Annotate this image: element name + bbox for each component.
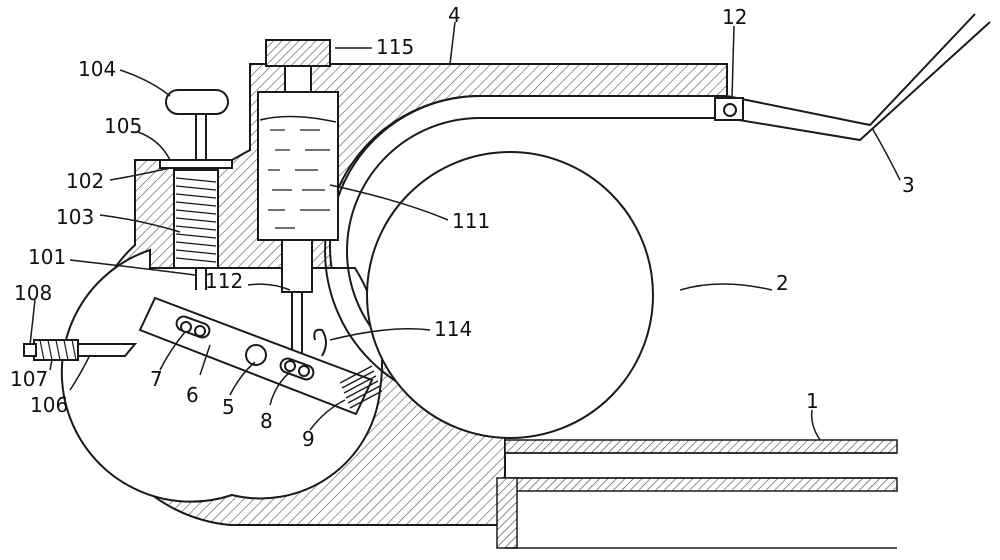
pin-assembly-106 xyxy=(23,339,138,361)
label-7: 7 xyxy=(150,367,163,391)
label-105: 105 xyxy=(104,114,142,138)
knob-115 xyxy=(265,39,331,93)
hook-114 xyxy=(313,328,327,357)
label-107: 107 xyxy=(10,367,48,391)
label-5: 5 xyxy=(222,395,235,419)
label-102: 102 xyxy=(66,169,104,193)
label-101: 101 xyxy=(28,245,66,269)
leader-lines xyxy=(29,21,901,441)
label-111: 111 xyxy=(452,209,490,233)
swing-arm-6 xyxy=(138,296,383,416)
label-4: 4 xyxy=(448,3,461,27)
roller-12 xyxy=(714,97,744,121)
reservoir-111 xyxy=(257,91,339,293)
label-12: 12 xyxy=(722,5,747,29)
label-9: 9 xyxy=(302,427,315,451)
label-103: 103 xyxy=(56,205,94,229)
label-106: 106 xyxy=(30,393,68,417)
label-6: 6 xyxy=(186,383,199,407)
label-2: 2 xyxy=(776,271,789,295)
plunger-104 xyxy=(159,89,233,290)
label-114: 114 xyxy=(434,317,472,341)
belt-3 xyxy=(324,13,991,407)
label-112: 112 xyxy=(205,269,243,293)
label-104: 104 xyxy=(78,57,116,81)
label-3: 3 xyxy=(902,173,915,197)
label-8: 8 xyxy=(260,409,273,433)
labels: 104 105 102 103 101 112 115 4 12 3 111 1… xyxy=(10,3,915,451)
pipe-1 xyxy=(496,439,898,549)
label-115: 115 xyxy=(376,35,414,59)
roller-2 xyxy=(366,151,654,439)
label-1: 1 xyxy=(806,389,819,413)
label-108: 108 xyxy=(14,281,52,305)
